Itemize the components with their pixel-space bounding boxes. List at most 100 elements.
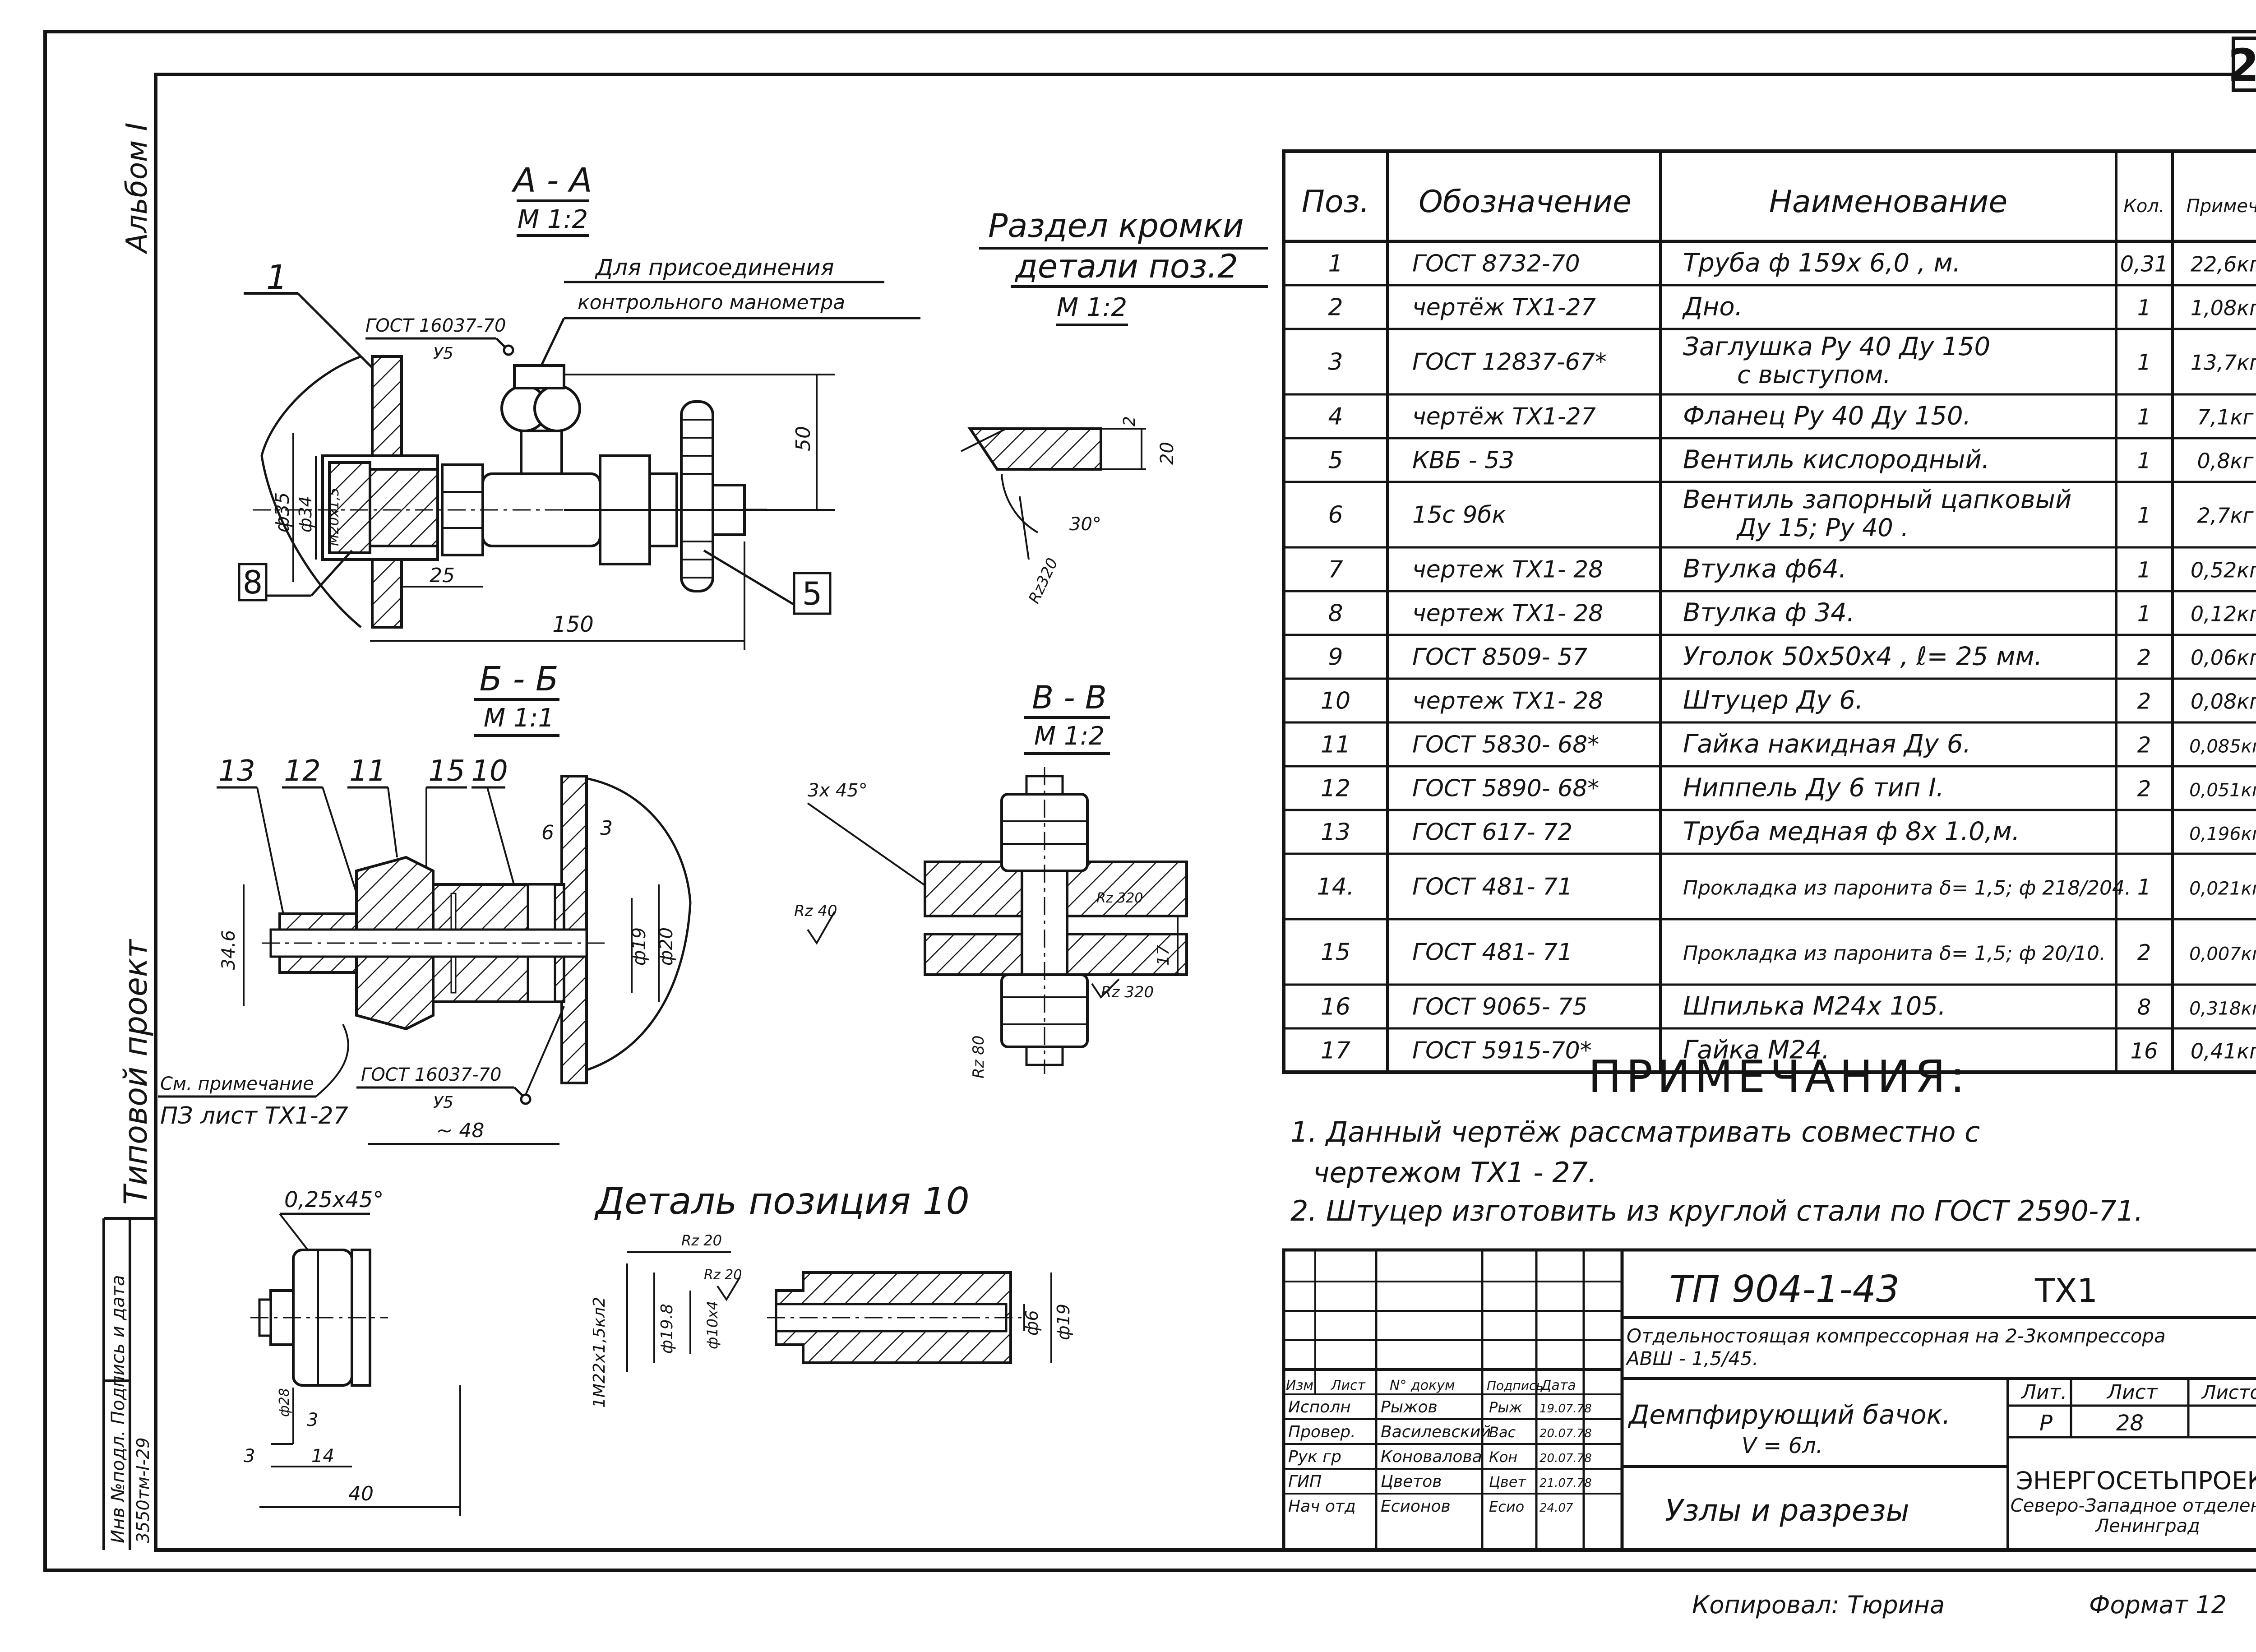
tb-sheet-code: ТХ1 (2034, 1272, 2098, 1310)
dim-d35: ф35 (271, 492, 293, 532)
spec-table: Поз.ОбозначениеНаименованиеКол.Примеч.1Г… (1282, 149, 2256, 1074)
dim-d34: ф34 (296, 496, 315, 532)
spec-cell-name: Шпилька М24х 105. (1683, 992, 1946, 1021)
spec-cell-pos: 8 (1328, 600, 1343, 627)
spec-header-4: Примеч. (2187, 196, 2256, 217)
dim-48: ~ 48 (436, 1119, 485, 1142)
detail10-d198: ф19.8 (658, 1304, 676, 1354)
weld-sub-aa: У5 (433, 344, 453, 363)
callout-3: 3 (600, 817, 613, 840)
spec-cell-qty: 16 (2130, 1039, 2158, 1064)
spec-cell-des: ГОСТ 8509- 57 (1412, 644, 1587, 671)
tb-title-2: Узлы и разрезы (1665, 1493, 1909, 1528)
section-aa-scale: М 1:2 (518, 205, 588, 234)
spec-cell-des: ГОСТ 8732-70 (1412, 250, 1580, 278)
notes-heading: ПРИМЕЧАНИЯ: (1588, 1051, 1969, 1103)
spec-cell-note: 0,41кг (2191, 1039, 2256, 1064)
footer-copied: Копировал: Тюрина (1692, 1591, 1945, 1619)
tb-col-date: Дата (1540, 1378, 1576, 1393)
spec-cell-qty: 1 (2137, 602, 2151, 627)
spec-cell-pos: 14. (1317, 874, 1355, 901)
spec-cell-des: ГОСТ 481- 71 (1412, 939, 1572, 966)
spec-cell-qty: 1 (2137, 558, 2151, 583)
spec-cell-note: 0,318кг (2189, 999, 2256, 1019)
spec-cell-name2: Ду 15; Ру 40 . (1736, 514, 1909, 542)
spec-cell-pos: 6 (1328, 502, 1343, 529)
inventory-number: 3550тм-I-29 (133, 1438, 153, 1544)
staff-sign: Цвет (1489, 1473, 1526, 1490)
spec-cell-note: 0,52кг (2191, 558, 2256, 583)
staff-name: Есионов (1381, 1497, 1451, 1516)
edge-dim-20: 20 (1157, 442, 1178, 465)
spec-cell-name: Втулка ф 34. (1683, 598, 1855, 628)
staff-role: Нач отд (1288, 1497, 1356, 1516)
tb-org: ЭНЕРГОСЕТЬПРОЕКТ (2016, 1467, 2256, 1495)
vv-rz320-a: Rz 320 (1096, 890, 1143, 906)
detail10-rz20-b: Rz 20 (704, 1267, 742, 1283)
spec-cell-pos: 9 (1328, 644, 1343, 671)
fitting-dim-14: 14 (311, 1446, 334, 1467)
section-vv-title: В - В (1032, 679, 1107, 716)
staff-role: ГИП (1288, 1472, 1322, 1491)
tb-object: Отдельностоящая компрессорная на 2-3комп… (1627, 1325, 2166, 1347)
spec-cell-note: 0,8кг (2197, 449, 2254, 473)
spec-cell-pos: 12 (1321, 775, 1350, 802)
staff-sign: Есио (1489, 1498, 1524, 1515)
spec-cell-pos: 17 (1321, 1037, 1350, 1064)
spec-cell-des: ГОСТ 5830- 68* (1412, 731, 1599, 759)
spec-cell-note: 0,021кг (2189, 879, 2256, 899)
weld-sub-bb: У5 (433, 1093, 453, 1112)
spec-cell-qty: 2 (2137, 777, 2151, 802)
edge-title-1: Раздел кромки (988, 207, 1244, 245)
spec-cell-qty: 1 (2137, 405, 2151, 430)
spec-cell-name2: с выступом. (1737, 361, 1891, 389)
spec-cell-name: Гайка накидная Ду 6. (1683, 730, 1971, 759)
spec-cell-qty: 8 (2137, 995, 2151, 1020)
callout-10: 10 (471, 754, 508, 788)
spec-cell-name: Штуцер Ду 6. (1683, 686, 1863, 715)
tb-list-label: Лист (2106, 1381, 2158, 1404)
spec-header-2: Наименование (1769, 184, 2007, 220)
spec-cell-name: Труба ф 159х 6,0 , м. (1683, 249, 1961, 278)
spec-cell-note: 0,007кг (2189, 944, 2256, 965)
spec-cell-des: ГОСТ 5890- 68* (1412, 775, 1599, 802)
dim-34-6: 34.6 (218, 930, 239, 970)
tb-col-sign: Подпись (1487, 1378, 1544, 1393)
section-bb: Б - Б М 1:1 13 12 11 15 10 6 3 34.6 (158, 660, 692, 1145)
manometer-note-1: Для присоединения (595, 255, 834, 281)
inner-frame (154, 73, 2256, 1552)
spec-cell-name: Труба медная ф 8х 1.0,м. (1683, 817, 2020, 847)
staff-sign: Вас (1489, 1424, 1516, 1441)
edge-scale: М 1:2 (1057, 293, 1127, 322)
spec-cell-des: ГОСТ 9065- 75 (1412, 994, 1587, 1021)
fitting-view: 0,25х45° ф28 3 3 14 40 (244, 1187, 461, 1516)
spec-cell-pos: 4 (1328, 403, 1343, 430)
spec-cell-qty: 2 (2137, 940, 2151, 966)
spec-cell-name: Уголок 50х50х4 , ℓ= 25 мм. (1683, 642, 2043, 671)
spec-header-3: Кол. (2123, 196, 2164, 217)
tb-list-value: 28 (2116, 1411, 2144, 1436)
spec-cell-pos: 2 (1328, 294, 1343, 321)
vv-rz40: Rz 40 (794, 902, 837, 920)
tb-title-sub: V = 6л. (1742, 1433, 1823, 1458)
spec-cell-name: Гайка М24. (1683, 1036, 1830, 1065)
spec-cell-note: 7,1кг (2197, 405, 2254, 430)
spec-cell-qty: 0,31 (2120, 252, 2168, 277)
spec-cell-note: 0,085кг (2189, 736, 2256, 757)
edge-title-2: детали поз.2 (1014, 247, 1238, 285)
tb-col-doc: N° докум (1390, 1378, 1455, 1393)
section-bb-scale: М 1:1 (484, 703, 554, 733)
staff-date: 20.07.78 (1539, 1452, 1592, 1465)
spec-cell-des: ГОСТ 481- 71 (1412, 874, 1572, 901)
dim-150: 150 (552, 612, 594, 637)
spec-cell-name: Дно. (1682, 292, 1743, 322)
staff-date: 19.07.78 (1539, 1402, 1592, 1416)
dim-25: 25 (430, 564, 455, 587)
spec-cell-note: 13,7кг (2191, 351, 2256, 375)
dim-thread-aa: М20х1,5 (326, 487, 342, 546)
tb-col-list: Лист (1331, 1378, 1366, 1393)
vv-chamfer: 3х 45° (808, 780, 868, 801)
spec-cell-pos: 11 (1321, 731, 1350, 759)
